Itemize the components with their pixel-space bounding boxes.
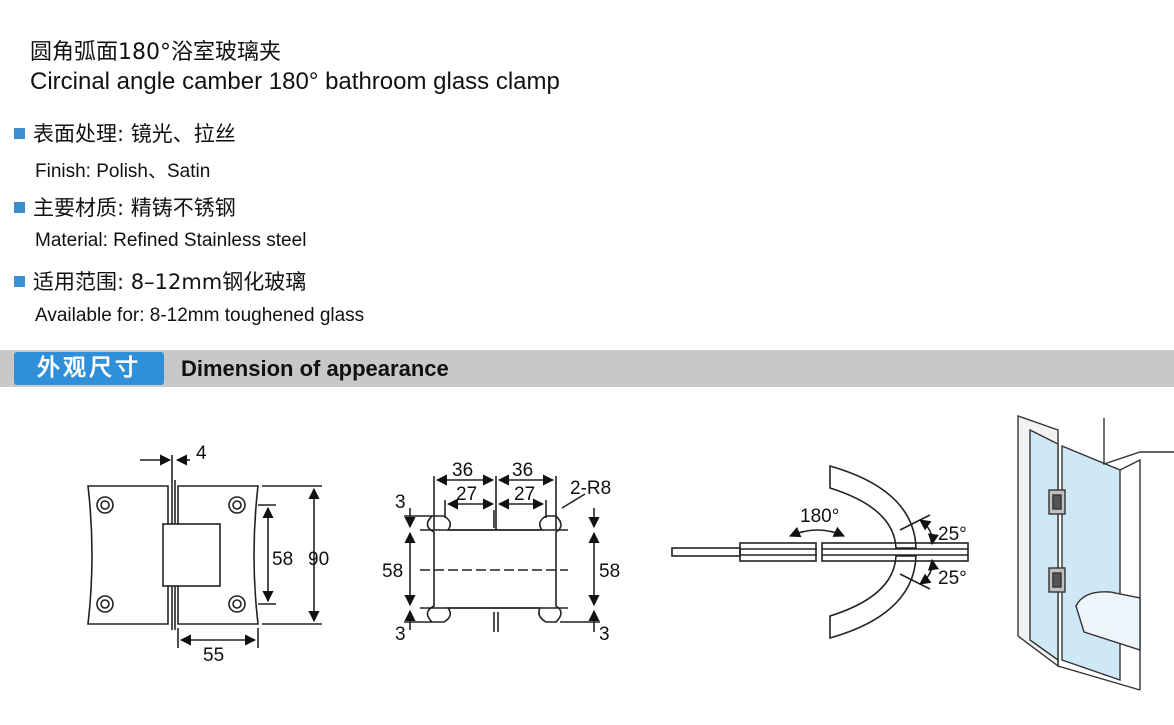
section-bar [0, 350, 1174, 387]
dim-4: 4 [196, 443, 207, 464]
spec-label: 表面处理: 镜光、拉丝 [33, 122, 236, 146]
title-english: Circinal angle camber 180° bathroom glas… [30, 68, 560, 95]
dim-55: 55 [203, 645, 224, 666]
dim-58: 58 [272, 549, 293, 570]
square-bullet-icon [14, 201, 25, 213]
angle-25-bottom: 25° [938, 568, 967, 589]
title-chinese: 圆角弧面180°浴室玻璃夹 [30, 40, 281, 65]
angle-25-top: 25° [938, 524, 967, 545]
section-title: Dimension of appearance [181, 356, 449, 381]
spec-range-cn: 适用范围: 8–12mm钢化玻璃 [14, 266, 306, 296]
dim-58-left: 58 [382, 561, 403, 582]
dim-3-top: 3 [395, 492, 406, 513]
square-bullet-icon [14, 127, 25, 139]
section-tag: 外观尺寸 [14, 352, 164, 385]
dim-36-left: 36 [452, 460, 473, 481]
angle-180: 180° [800, 506, 839, 527]
dim-90: 90 [308, 549, 329, 570]
spec-range-en: Available for: 8-12mm toughened glass [35, 305, 365, 326]
dim-3-bottom: 3 [395, 624, 406, 645]
dim-27-left: 27 [456, 484, 477, 505]
spec-material-cn: 主要材质: 精铸不锈钢 [14, 192, 236, 222]
square-bullet-icon [14, 275, 25, 287]
spec-finish-en: Finish: Polish、Satin [35, 161, 211, 182]
hole-layout-drawing [404, 474, 600, 632]
spec-label: 主要材质: 精铸不锈钢 [33, 196, 236, 220]
dim-radius: 2-R8 [570, 478, 611, 499]
spec-finish-cn: 表面处理: 镜光、拉丝 [14, 118, 236, 148]
front-view-drawing [87, 454, 322, 648]
dim-27-right: 27 [514, 484, 535, 505]
rotation-drawing [671, 464, 969, 640]
spec-material-en: Material: Refined Stainless steel [35, 230, 307, 251]
dim-36-right: 36 [512, 460, 533, 481]
dim-3-right: 3 [599, 624, 610, 645]
spec-label: 适用范围: 8–12mm钢化玻璃 [33, 270, 307, 294]
dim-58-right: 58 [599, 561, 620, 582]
installation-illustration [1017, 415, 1174, 691]
